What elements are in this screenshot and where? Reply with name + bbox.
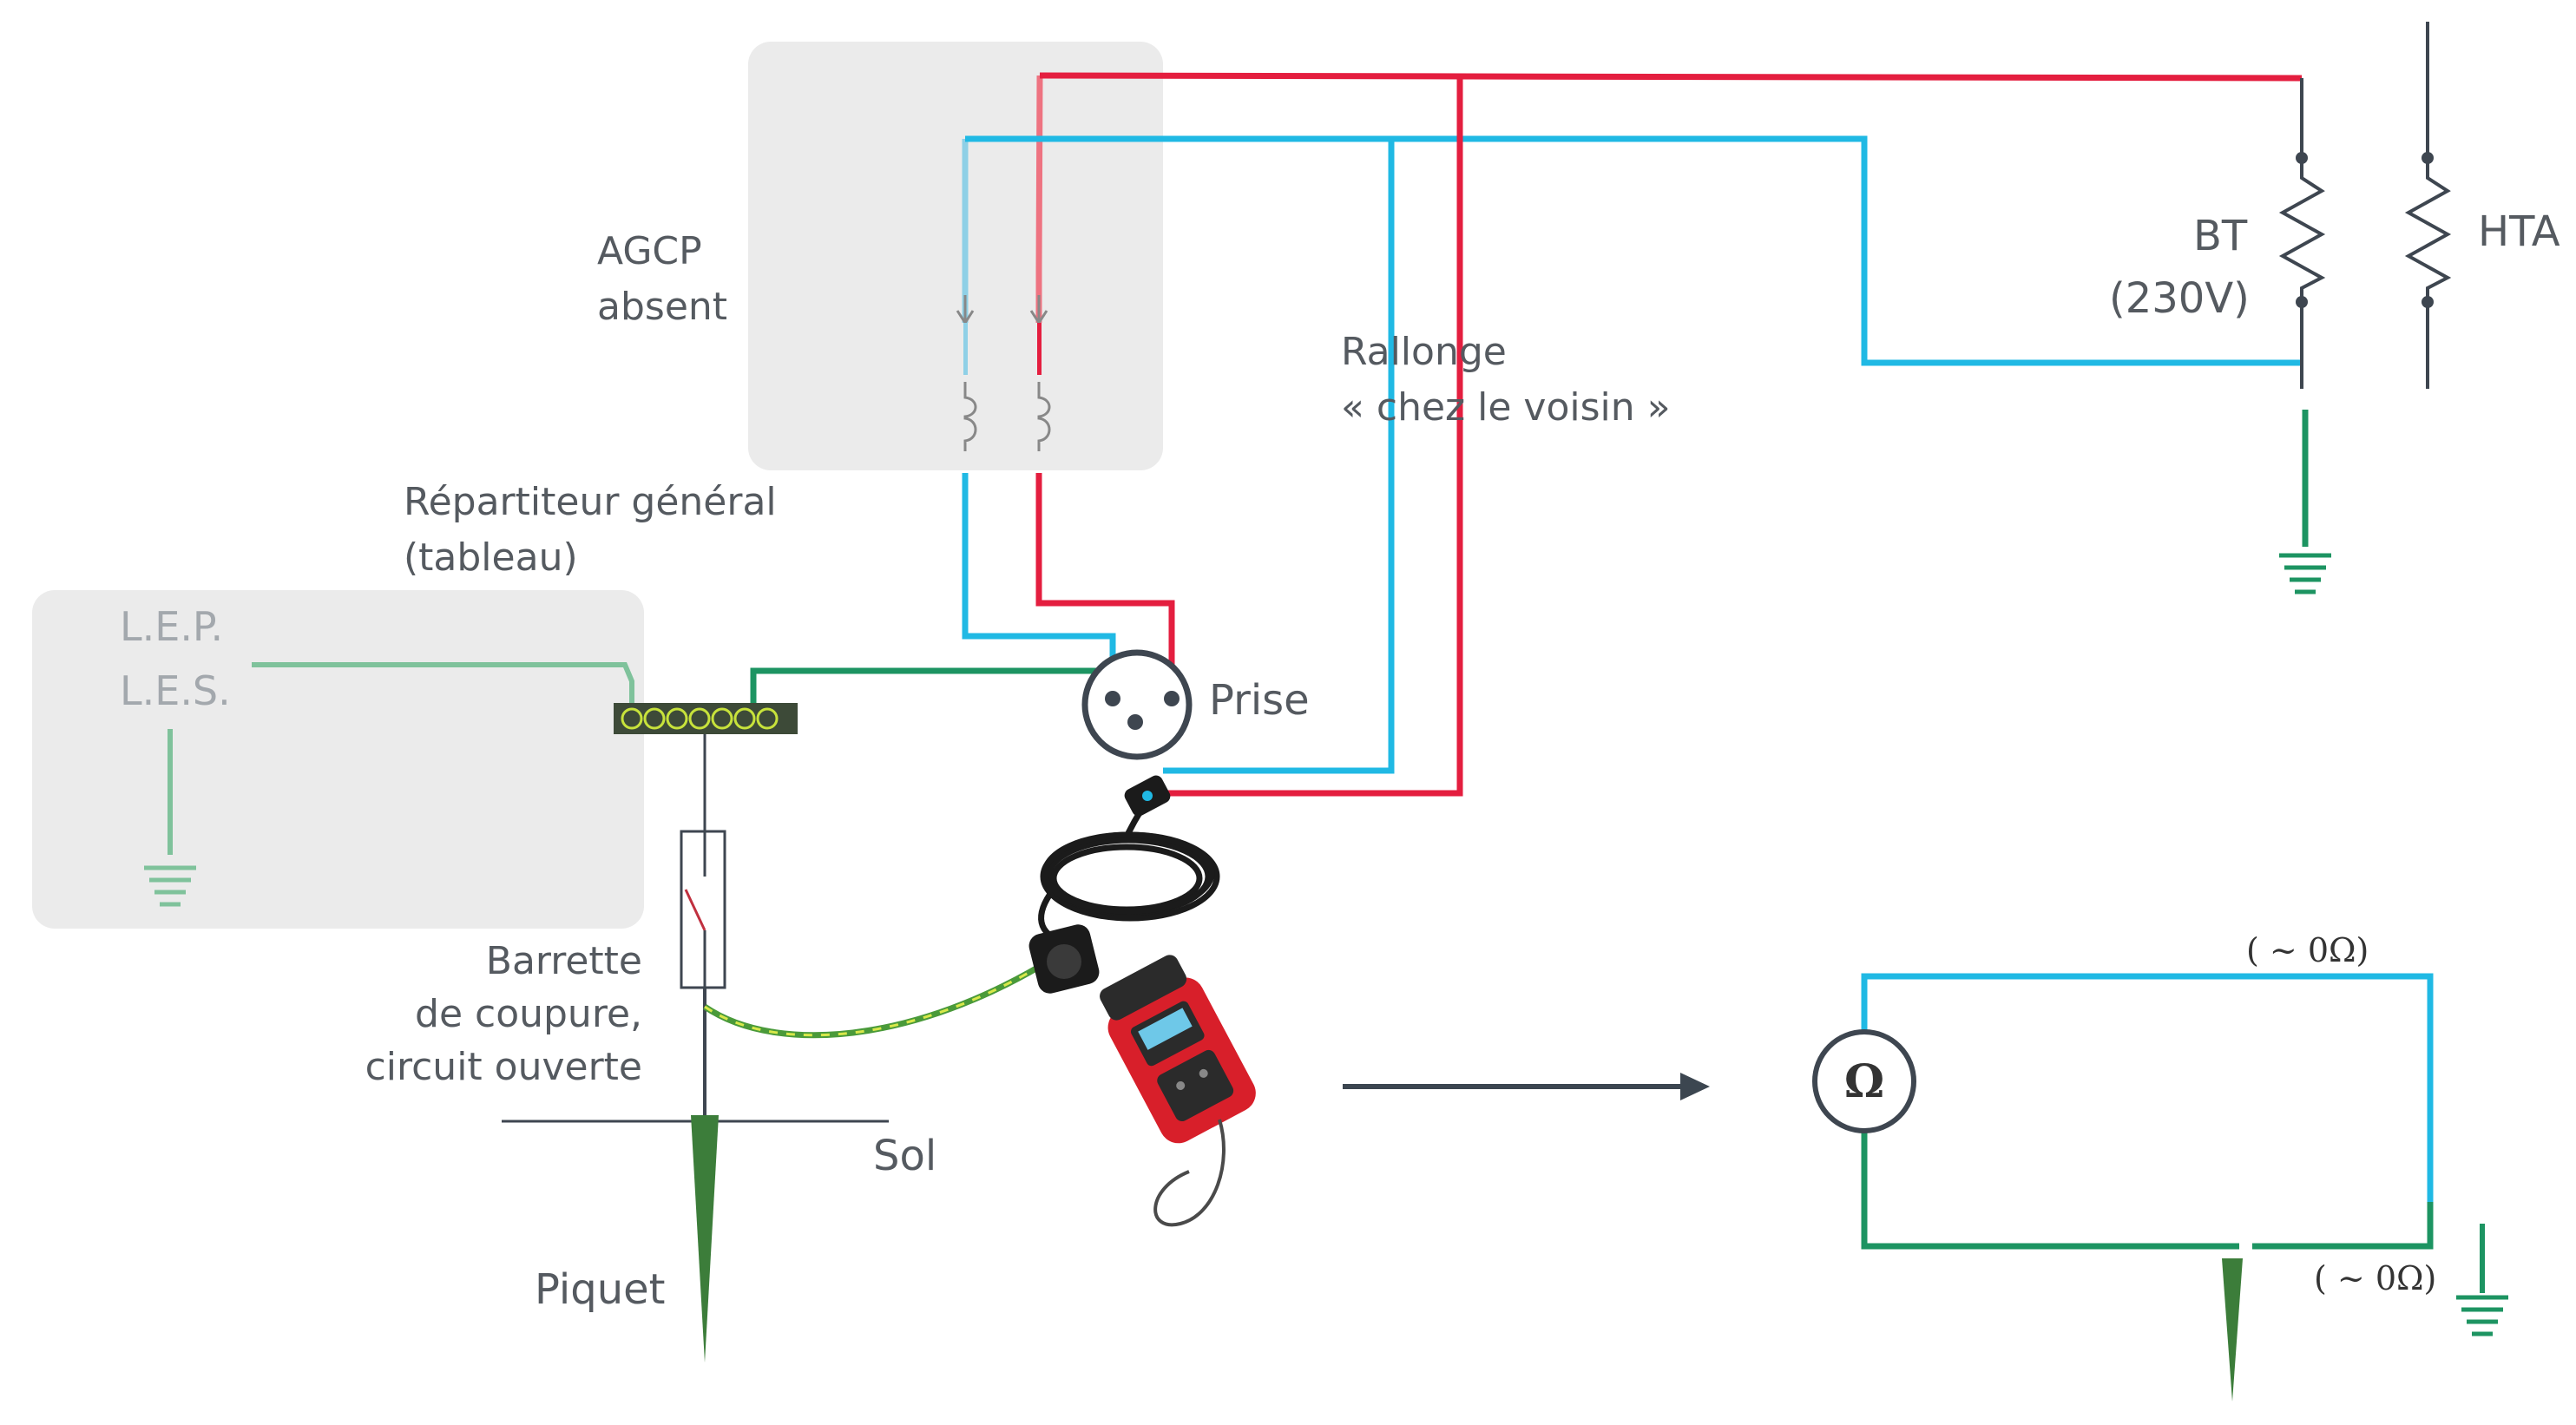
earth-to-prise [750,667,1135,719]
phase-to-prise [1035,473,1175,699]
agcp-label-line2: absent [597,285,727,329]
hta-label: HTA [2478,207,2560,256]
phase-fuse-icon [1037,382,1051,451]
rallonge-phase [1163,76,1463,797]
equiv-earth-left [1861,1128,2239,1250]
prise-pin-earth [1127,714,1143,730]
piquet-stake [691,1115,719,1363]
phase-breaker-gap [1037,323,1042,375]
extension-cord-coil [1038,788,1220,945]
ohm-symbol: Ω [1844,1055,1884,1108]
bt-coil [2278,158,2326,302]
neutral-fuse-icon [963,382,977,451]
equiv-earth-right [2252,1202,2434,1250]
agcp-label-line1: AGCP [597,229,702,273]
rallonge-neutral [1163,141,1395,774]
lep-earth-line [252,662,634,703]
rallonge-label-line2: « chez le voisin » [1341,385,1671,430]
lep-label: L.E.P. [120,603,223,650]
repartiteur-panel [32,590,644,929]
bt-ground-icon [2279,553,2331,594]
lep-ground-icon [144,865,196,907]
hta-coil [2404,158,2452,302]
tester-lanyard [1153,1119,1226,1227]
equiv-ground-icon [2456,1295,2508,1336]
equiv-neutral-loop [1861,973,2434,1202]
rallonge-label-line1: Rallonge [1341,330,1507,374]
repartiteur-label-line1: Répartiteur général [404,480,777,524]
neutral-main-top [965,135,2302,366]
extension-socket-face [1047,944,1081,979]
phase-main-line [1035,75,1043,323]
prise-pin-left [1105,691,1120,706]
bt-label-line2: (230V) [2109,274,2250,323]
neutral-breaker-gap [963,323,968,375]
barrette-box [680,830,726,989]
earth-bar-terminals [621,707,779,730]
phase-main-top [1039,72,2303,82]
barrette-label-line3: circuit ouverte [365,1045,642,1089]
ohmmeter-circle [1812,1029,1916,1133]
prise-label: Prise [1209,676,1310,725]
barrette-label-line1: Barrette [486,939,642,983]
barrette-label-line2: de coupure, [415,992,642,1036]
les-label: L.E.S. [120,667,231,714]
equiv-piquet-stake [2222,1258,2243,1402]
sol-label: Sol [873,1132,936,1180]
transition-arrow-head [1680,1073,1710,1100]
tester-earth-cable [703,935,1088,1039]
resistance-top-label: ( ~ 0Ω) [2246,931,2369,969]
repartiteur-label-line2: (tableau) [404,535,578,580]
earth-tester-device [1100,955,1256,1144]
prise-pin-right [1164,691,1180,706]
agcp-panel [748,42,1163,470]
barrette-switch-blade [684,889,706,931]
piquet-label: Piquet [535,1265,665,1314]
extension-plug-icon [1124,775,1171,817]
bt-label-line1: BT [2193,212,2248,260]
prise-socket [1081,649,1193,760]
resistance-bottom-label: ( ~ 0Ω) [2314,1259,2436,1297]
tester-earth-cable-stripe [704,936,1086,1037]
